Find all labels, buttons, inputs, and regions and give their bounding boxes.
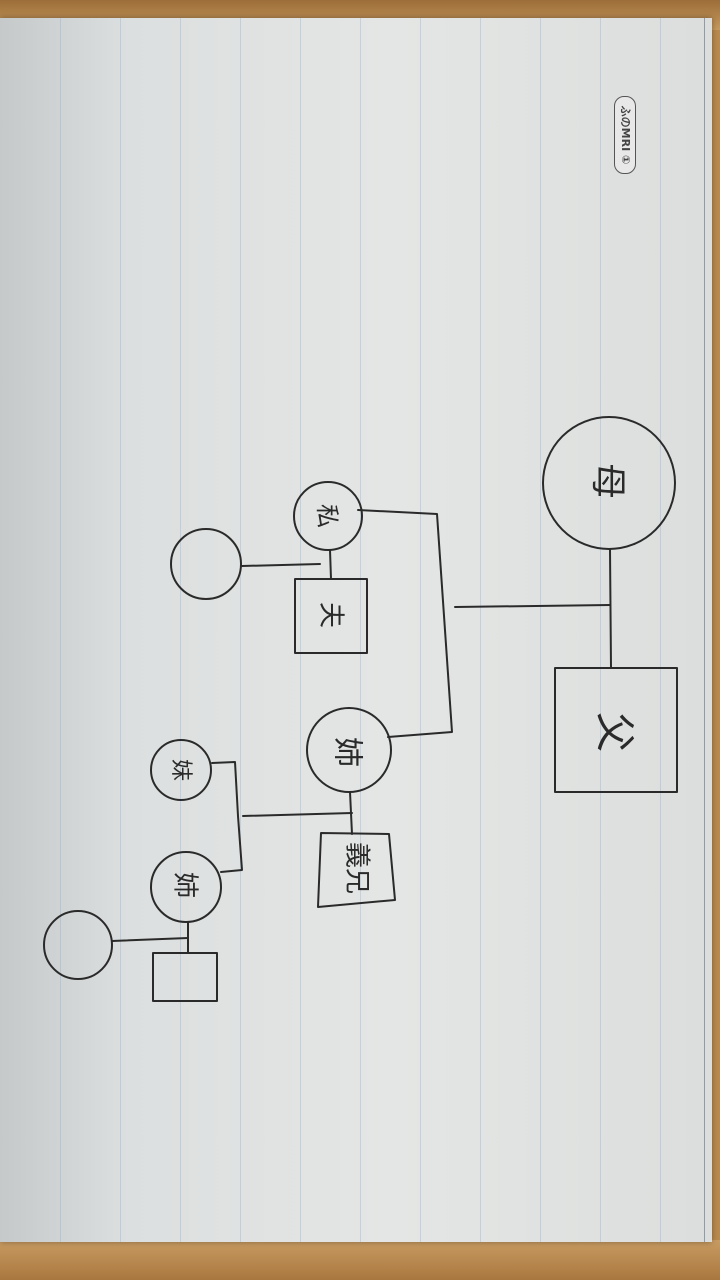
partner-node: [170, 528, 242, 600]
niece-partner-link-line: [111, 937, 189, 942]
father-node: [554, 667, 678, 793]
nieces-bracket: [211, 761, 243, 873]
older-sister-label: 姉: [330, 737, 365, 767]
niece-younger-node: [150, 739, 212, 801]
ruled-line: [360, 18, 361, 1242]
notebook-page: [0, 18, 712, 1242]
ruled-line: [600, 18, 601, 1242]
marriage-line-me: [329, 549, 332, 580]
mother-label: 母: [587, 463, 628, 499]
niece-younger-label: 妹: [168, 759, 193, 781]
descent-line-parents: [454, 604, 611, 608]
margin-line: [704, 18, 705, 1242]
ruled-line: [420, 18, 421, 1242]
ruled-line: [300, 18, 301, 1242]
ruled-line: [180, 18, 181, 1242]
ruled-line: [540, 18, 541, 1242]
husband-label: 夫: [316, 602, 346, 628]
sibling-bracket: [357, 509, 453, 738]
marriage-line-parents: [609, 548, 612, 669]
niece-older-node: [150, 851, 222, 923]
ruled-line: [660, 18, 661, 1242]
ruled-line: [240, 18, 241, 1242]
niece-husband-node: [152, 952, 218, 1002]
niece-partner-node: [43, 910, 113, 980]
brother-in-law-label: 義兄: [342, 842, 372, 894]
niece-older-label: 姉: [170, 872, 200, 898]
brother-in-law-node: [317, 832, 396, 908]
desk-bottom: [0, 1240, 720, 1280]
partner-link-line: [241, 563, 321, 567]
sister-descent-line: [242, 812, 353, 817]
me-label: 私: [313, 504, 341, 528]
ruled-line: [480, 18, 481, 1242]
ruled-line: [60, 18, 61, 1242]
ruled-line: [120, 18, 121, 1242]
me-node: [293, 481, 363, 551]
father-label: 父: [591, 712, 637, 752]
